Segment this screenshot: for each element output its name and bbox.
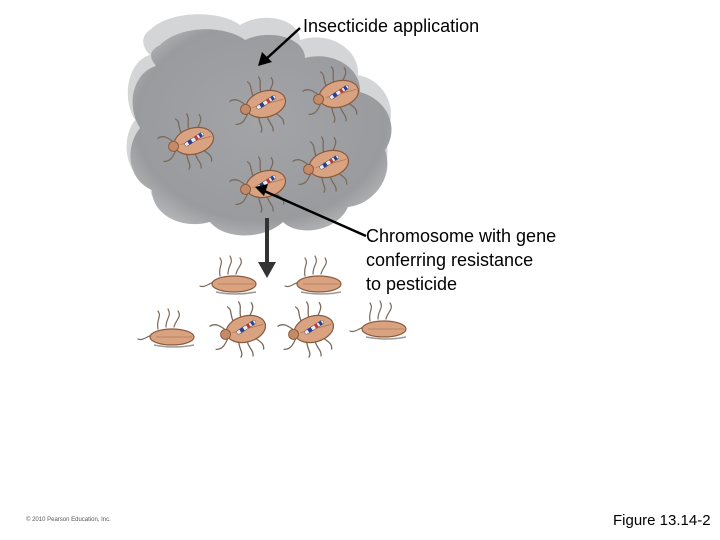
beetle-dead — [284, 255, 342, 295]
beetle-dead — [137, 308, 195, 348]
insecticide-label: Insecticide application — [303, 16, 480, 36]
beetle-dead — [199, 255, 257, 295]
insecticide-pointer — [258, 27, 301, 66]
copyright-notice: © 2010 Pearson Education, Inc. — [26, 517, 111, 523]
figure-number: Figure 13.14-2 — [613, 512, 711, 529]
beetle-survivor — [273, 296, 342, 366]
chromosome-pointer — [255, 184, 367, 238]
insecticide-cloud — [126, 14, 392, 236]
down-arrow — [258, 218, 276, 278]
chromosome-label: Chromosome with gene conferring resistan… — [366, 226, 557, 294]
beetle-survivor — [205, 296, 274, 366]
beetle-dead — [349, 300, 407, 340]
